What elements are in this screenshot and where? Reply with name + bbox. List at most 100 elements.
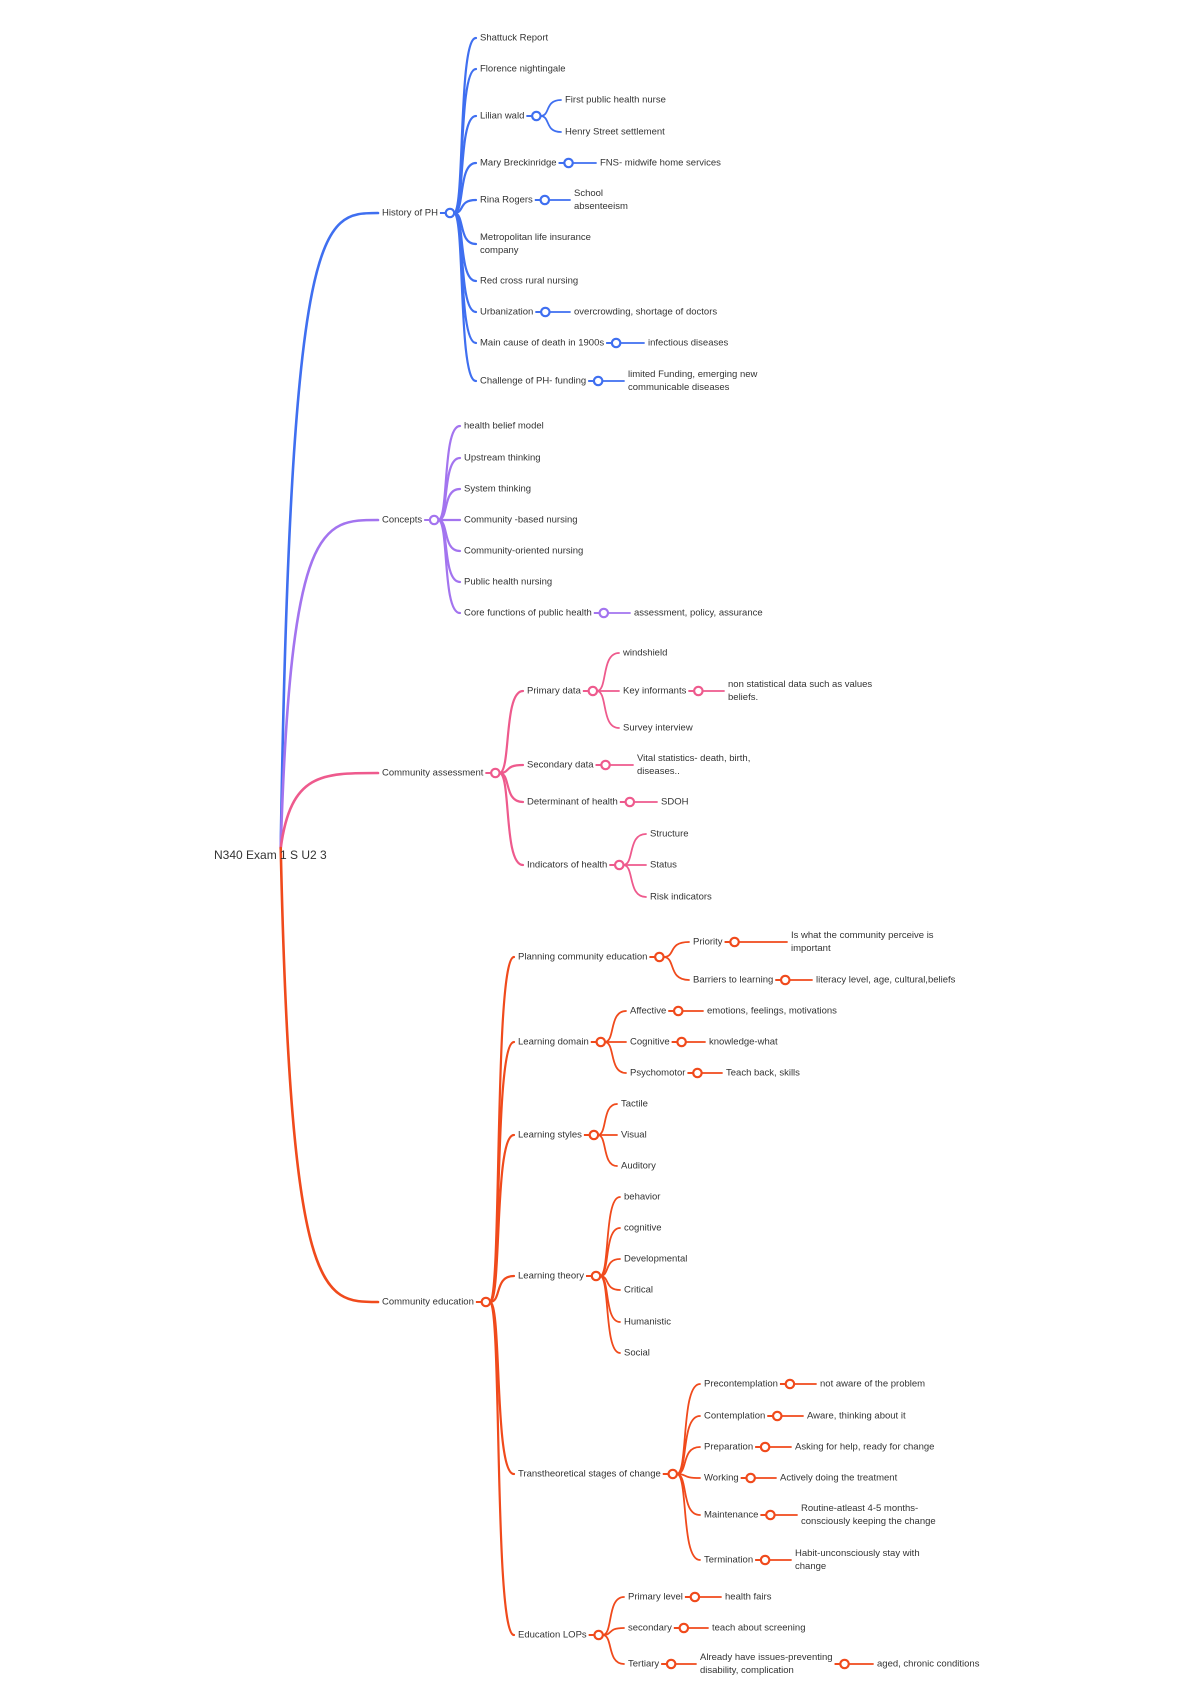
topic-learning-domain-collapse-toggle[interactable] <box>595 1036 607 1048</box>
topic-core-functions-of-public-health-collapse-toggle[interactable] <box>598 607 610 619</box>
topic-visual-line: Visual <box>621 1130 647 1141</box>
topic-emotions-feelings-motivations-line: emotions, feelings, motivations <box>707 1006 837 1017</box>
branch-community-assessment-collapse-toggle[interactable] <box>490 767 501 779</box>
topic-working-line: Working <box>704 1473 739 1484</box>
topic-red-cross-rural-nursing: Red cross rural nursing <box>480 276 578 287</box>
topic-non-statistical-data-such-as-values-line: beliefs. <box>728 692 758 703</box>
topic-shattuck-report: Shattuck Report <box>480 33 548 44</box>
topic-education-lops-line: Education LOPs <box>518 1630 587 1641</box>
topic-priority: Priority <box>693 937 723 948</box>
topic-priority-line: Priority <box>693 937 723 948</box>
topic-working-collapse-toggle[interactable] <box>745 1472 756 1484</box>
topic-visual: Visual <box>621 1130 647 1141</box>
topic-planning-community-education: Planning community education <box>518 952 647 963</box>
topic-routine-atleast-4-5-months-line: consciously keeping the change <box>801 1516 936 1527</box>
topic-first-public-health-nurse-line: First public health nurse <box>565 95 666 106</box>
topic-primary-data-edge-0 <box>595 652 620 692</box>
topic-learning-styles-collapse-toggle[interactable] <box>588 1129 600 1141</box>
topic-planning-community-education-line: Planning community education <box>518 952 647 963</box>
topic-mary-breckinridge: Mary Breckinridge <box>480 158 557 169</box>
topic-teach-about-screening: teach about screening <box>712 1623 805 1634</box>
topic-indicators-of-health-collapse-toggle[interactable] <box>613 859 625 871</box>
mindmap-connectors <box>279 36 874 1665</box>
topic-key-informants-line: Key informants <box>623 686 687 697</box>
branch-edge-history-of-ph <box>279 211 380 850</box>
topic-lilian-wald-edge-1 <box>539 115 562 133</box>
topic-contemplation-collapse-toggle[interactable] <box>771 1410 783 1422</box>
topic-secondary-collapse-toggle[interactable] <box>678 1622 690 1634</box>
topic-already-have-issues-preventing-line: Already have issues-preventing <box>700 1652 833 1663</box>
topic-learning-styles-line: Learning styles <box>518 1130 582 1141</box>
topic-primary-level: Primary level <box>628 1592 683 1603</box>
topic-social: Social <box>624 1348 650 1359</box>
topic-affective-collapse-toggle[interactable] <box>672 1005 684 1017</box>
topic-cognitive-collapse-toggle[interactable] <box>676 1036 687 1048</box>
branch-history-of-ph-collapse-toggle[interactable] <box>444 207 456 219</box>
topic-aged-chronic-conditions: aged, chronic conditions <box>877 1659 980 1670</box>
topic-not-aware-of-the-problem: not aware of the problem <box>820 1379 925 1390</box>
branch-concepts-collapse-toggle[interactable] <box>428 514 440 526</box>
topic-mary-breckinridge-collapse-toggle[interactable] <box>563 157 574 169</box>
topic-psychomotor-collapse-toggle[interactable] <box>692 1067 703 1079</box>
topic-indicators-of-health: Indicators of health <box>527 860 607 871</box>
topic-habit-unconsciously-stay-with-line: change <box>795 1561 826 1572</box>
branch-community-assessment-line: Community assessment <box>382 768 484 779</box>
topic-metropolitan-life-insurance-line: Metropolitan life insurance <box>480 232 591 243</box>
topic-precontemplation-collapse-toggle[interactable] <box>784 1378 796 1390</box>
topic-priority-collapse-toggle[interactable] <box>729 936 740 948</box>
topic-main-cause-of-death-in-1900s: Main cause of death in 1900s <box>480 338 604 349</box>
topic-sdoh: SDOH <box>661 797 689 808</box>
topic-public-health-nursing-line: Public health nursing <box>464 577 552 588</box>
topic-school-line: School <box>574 188 603 199</box>
topic-is-what-the-community-perceive-is-line: important <box>791 943 831 954</box>
topic-education-lops: Education LOPs <box>518 1630 587 1641</box>
topic-behavior: behavior <box>624 1192 660 1203</box>
topic-preparation-line: Preparation <box>704 1442 753 1453</box>
branch-community-assessment: Community assessment <box>382 768 484 779</box>
topic-learning-domain-edge-0 <box>603 1010 627 1043</box>
topic-secondary-data-collapse-toggle[interactable] <box>600 759 611 771</box>
topic-urbanization-collapse-toggle[interactable] <box>540 306 551 318</box>
topic-working: Working <box>704 1473 739 1484</box>
topic-tertiary-collapse-toggle[interactable] <box>665 1658 677 1670</box>
topic-is-what-the-community-perceive-is-line: Is what the community perceive is <box>791 930 934 941</box>
topic-literacy-level-age-cultural-beliefs: literacy level, age, cultural,beliefs <box>816 975 956 986</box>
topic-already-have-issues-preventing-collapse-toggle[interactable] <box>839 1658 850 1670</box>
topic-social-line: Social <box>624 1348 650 1359</box>
topic-education-lops-collapse-toggle[interactable] <box>593 1629 604 1641</box>
branch-community-education-collapse-toggle[interactable] <box>480 1296 492 1308</box>
branch-community-education-edge-5 <box>488 1300 516 1637</box>
topic-transtheoretical-stages-of-change-edge-1 <box>675 1415 701 1475</box>
branch-concepts: Concepts <box>382 515 422 526</box>
topic-rina-rogers-collapse-toggle[interactable] <box>539 194 551 206</box>
topic-primary-level-collapse-toggle[interactable] <box>689 1591 701 1603</box>
topic-determinant-of-health-collapse-toggle[interactable] <box>624 796 636 808</box>
topic-learning-theory-collapse-toggle[interactable] <box>590 1270 602 1282</box>
topic-preparation-collapse-toggle[interactable] <box>759 1441 771 1453</box>
topic-precontemplation: Precontemplation <box>704 1379 778 1390</box>
topic-barriers-to-learning: Barriers to learning <box>693 975 773 986</box>
topic-termination-collapse-toggle[interactable] <box>759 1554 771 1566</box>
topic-indicators-of-health-edge-0 <box>622 833 647 866</box>
branch-community-assessment-edge-3 <box>498 771 525 867</box>
topic-key-informants-collapse-toggle[interactable] <box>693 685 704 697</box>
topic-secondary-line: secondary <box>628 1623 672 1634</box>
topic-transtheoretical-stages-of-change-collapse-toggle[interactable] <box>667 1468 679 1480</box>
topic-planning-community-education-collapse-toggle[interactable] <box>654 951 665 963</box>
topic-lilian-wald-edge-0 <box>539 99 562 117</box>
topic-main-cause-of-death-in-1900s-collapse-toggle[interactable] <box>610 337 622 349</box>
topic-first-public-health-nurse: First public health nurse <box>565 95 666 106</box>
topic-shattuck-report-line: Shattuck Report <box>480 33 548 44</box>
topic-community-oriented-nursing: Community-oriented nursing <box>464 546 583 557</box>
topic-primary-data-collapse-toggle[interactable] <box>587 685 599 697</box>
topic-critical-line: Critical <box>624 1285 653 1296</box>
topic-challenge-of-ph-funding-collapse-toggle[interactable] <box>592 375 604 387</box>
topic-lilian-wald-collapse-toggle[interactable] <box>531 110 542 122</box>
topic-maintenance-collapse-toggle[interactable] <box>765 1509 776 1521</box>
topic-auditory: Auditory <box>621 1161 656 1172</box>
topic-barriers-to-learning-collapse-toggle[interactable] <box>779 974 791 986</box>
topic-not-aware-of-the-problem-line: not aware of the problem <box>820 1379 925 1390</box>
topic-vital-statistics-death-birth-line: Vital statistics- death, birth, <box>637 753 750 764</box>
